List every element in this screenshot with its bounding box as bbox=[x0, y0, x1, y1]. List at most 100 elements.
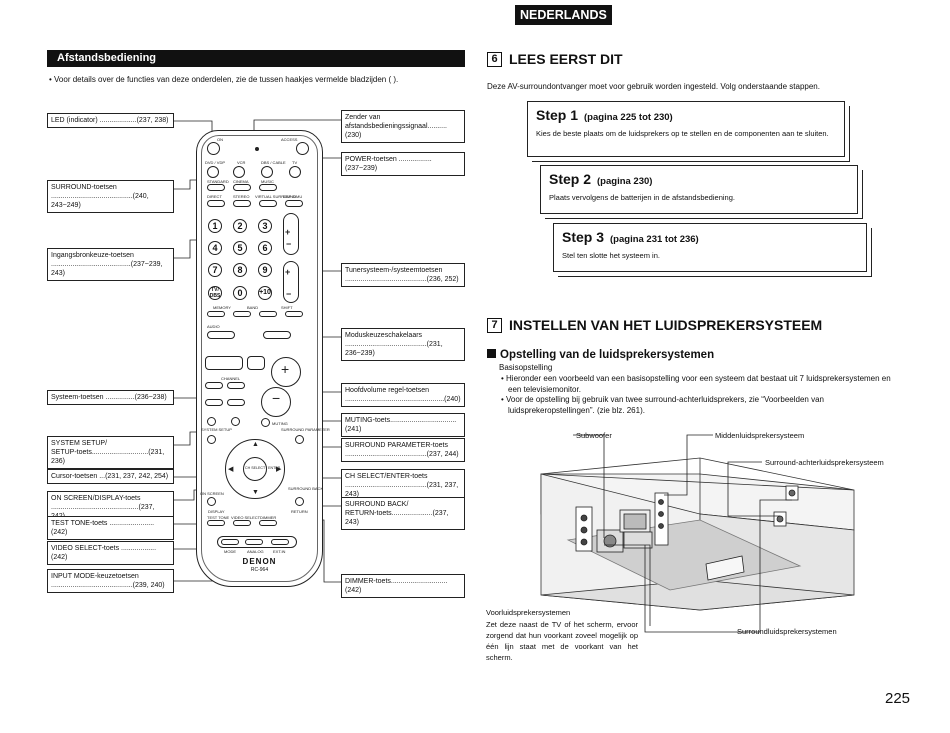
video-select-button bbox=[233, 520, 251, 526]
surround-parameter-button bbox=[295, 435, 304, 444]
remote-text: DSP SIMU bbox=[283, 194, 303, 199]
ext-in-button bbox=[271, 539, 289, 545]
step-3-desc: Stel ten slotte het systeem in. bbox=[562, 251, 660, 260]
remote-text: SURROUND BACK bbox=[288, 486, 324, 491]
mode-switch-audio bbox=[207, 331, 235, 339]
remote-model: RC-964 bbox=[250, 567, 269, 573]
volume-down-button bbox=[261, 387, 291, 417]
power-tv-button bbox=[289, 166, 301, 178]
remote-text: CHANNEL bbox=[221, 376, 241, 381]
remote-text: ON bbox=[217, 137, 223, 142]
remote-text: SURROUND PARAMETER bbox=[281, 427, 330, 432]
remote-text: TEST TONE bbox=[207, 515, 230, 520]
key-8: 8 bbox=[233, 263, 247, 277]
remote-text: DIMMER bbox=[260, 515, 277, 520]
step-2-title: Step 2 bbox=[549, 171, 592, 187]
label-cursor: Cursor-toetsen ...(231, 237, 242, 254) bbox=[47, 469, 174, 484]
label-video-select: VIDEO SELECT-toets ..................(24… bbox=[47, 541, 174, 565]
step-3-title: Step 3 bbox=[562, 229, 605, 245]
fast-forward-button bbox=[227, 399, 245, 406]
remote-text: DISPLAY bbox=[208, 509, 225, 514]
key-1: 1 bbox=[208, 219, 222, 233]
step-2-pages: (pagina 230) bbox=[597, 176, 653, 187]
power-vcr-button bbox=[233, 166, 245, 178]
remote-text: RETURN bbox=[291, 509, 308, 514]
key-2: 2 bbox=[233, 219, 247, 233]
key-7: 7 bbox=[208, 263, 222, 277]
remote-section-title: Afstandsbediening bbox=[47, 50, 465, 67]
power-dbs-button bbox=[261, 166, 273, 178]
label-front-speakers: Voorluidsprekersystemen bbox=[486, 608, 571, 617]
section-7-number: 7 bbox=[487, 318, 502, 333]
square-bullet-icon bbox=[487, 349, 496, 358]
section-6-number: 6 bbox=[487, 52, 502, 67]
pause-button bbox=[207, 417, 216, 426]
label-system-setup: SYSTEM SETUP/ SETUP-toets...............… bbox=[47, 436, 174, 469]
test-tone-button bbox=[207, 520, 225, 526]
key-plus10: +10 bbox=[258, 286, 272, 300]
direct-button bbox=[207, 200, 225, 207]
key-9: 9 bbox=[258, 263, 272, 277]
memory-button bbox=[207, 311, 225, 317]
label-muting: MUTING-toets............................… bbox=[341, 413, 465, 437]
remote-text: CH SELECT / ENTER bbox=[245, 466, 281, 470]
label-system: Systeem-toetsen ...............(236~238) bbox=[47, 390, 174, 405]
remote-text: SHIFT bbox=[281, 305, 293, 310]
transmitter-dot bbox=[255, 147, 259, 151]
remote-note: • Voor details over de functies van deze… bbox=[49, 75, 399, 84]
remote-text: ANALOG bbox=[247, 549, 264, 554]
rewind-button bbox=[205, 399, 223, 406]
skip-forward-button bbox=[227, 382, 245, 389]
analog-button bbox=[245, 539, 263, 545]
key-6: 6 bbox=[258, 241, 272, 255]
label-dimmer: DIMMER-toets............................… bbox=[341, 574, 465, 598]
speaker-setup-heading: Opstelling van de luidsprekersystemen bbox=[487, 349, 714, 361]
label-ch-select: CH SELECT/ENTER-toets ..................… bbox=[341, 469, 465, 502]
remote-brand: DENON bbox=[242, 557, 277, 566]
step-1-title: Step 1 bbox=[536, 107, 579, 123]
front-speakers-desc: Zet deze naast de TV of het scherm, ervo… bbox=[486, 620, 638, 662]
virtual-button bbox=[259, 200, 277, 207]
remote-text: SYSTEM SETUP bbox=[201, 427, 232, 432]
bullet-item: • Hieronder een voorbeeld van een basiso… bbox=[501, 374, 891, 394]
remote-text: MODE bbox=[224, 549, 236, 554]
remote-text: STEREO bbox=[233, 194, 250, 199]
access-button bbox=[296, 142, 309, 155]
remote-text: BAND bbox=[247, 305, 259, 310]
music-button bbox=[259, 184, 277, 191]
step-1-box: Step 1(pagina 225 tot 230) Kies de beste… bbox=[527, 101, 845, 157]
disc-skip-button bbox=[231, 417, 240, 426]
dsp-button bbox=[285, 200, 303, 207]
mode-switch-video bbox=[263, 331, 291, 339]
label-surround-parameter: SURROUND PARAMETER-toets ...............… bbox=[341, 438, 465, 462]
label-tuner: Tunersysteem-/systeemtoetsen ...........… bbox=[341, 263, 465, 287]
remote-text: ON SCREEN bbox=[200, 491, 224, 496]
ch-select-enter-button bbox=[243, 457, 267, 481]
step-2-desc: Plaats vervolgens de batterijen in de af… bbox=[549, 193, 735, 202]
section-7-title: INSTELLEN VAN HET LUIDSPREKERSYSTEEM bbox=[509, 317, 823, 333]
label-master-volume: Hoofdvolume regel-toetsen ..............… bbox=[341, 383, 465, 407]
key-3: 3 bbox=[258, 219, 272, 233]
label-surround: SURROUND-toetsen .......................… bbox=[47, 180, 174, 213]
standard-button bbox=[207, 184, 225, 191]
cinema-button bbox=[233, 184, 251, 191]
volume-up-button bbox=[271, 357, 301, 387]
key-5: 5 bbox=[233, 241, 247, 255]
remote-text: VIRTUAL SURROUND bbox=[255, 194, 296, 199]
remote-text: MEMORY bbox=[213, 305, 231, 310]
label-power: POWER-toetsen .................(237~239) bbox=[341, 152, 465, 176]
label-input-source: Ingangsbronkeuze-toetsen ...............… bbox=[47, 248, 174, 281]
label-surround-back-speaker: Surround-achterluidsprekersysteem bbox=[765, 458, 884, 467]
on-screen-button bbox=[207, 497, 216, 506]
label-surround-back: SURROUND BACK/ RETURN-toets.............… bbox=[341, 497, 465, 530]
remote-text: MUTING bbox=[272, 421, 288, 426]
channel-rocker-1 bbox=[283, 213, 299, 255]
preset-button bbox=[259, 311, 277, 317]
shift-button bbox=[285, 311, 303, 317]
remote-text: ACCESS bbox=[281, 137, 298, 142]
mode-button bbox=[221, 539, 239, 545]
system-setup-button bbox=[207, 435, 216, 444]
remote-text: AUDIO bbox=[207, 324, 220, 329]
section-6-title: LEES EERST DIT bbox=[509, 51, 623, 67]
